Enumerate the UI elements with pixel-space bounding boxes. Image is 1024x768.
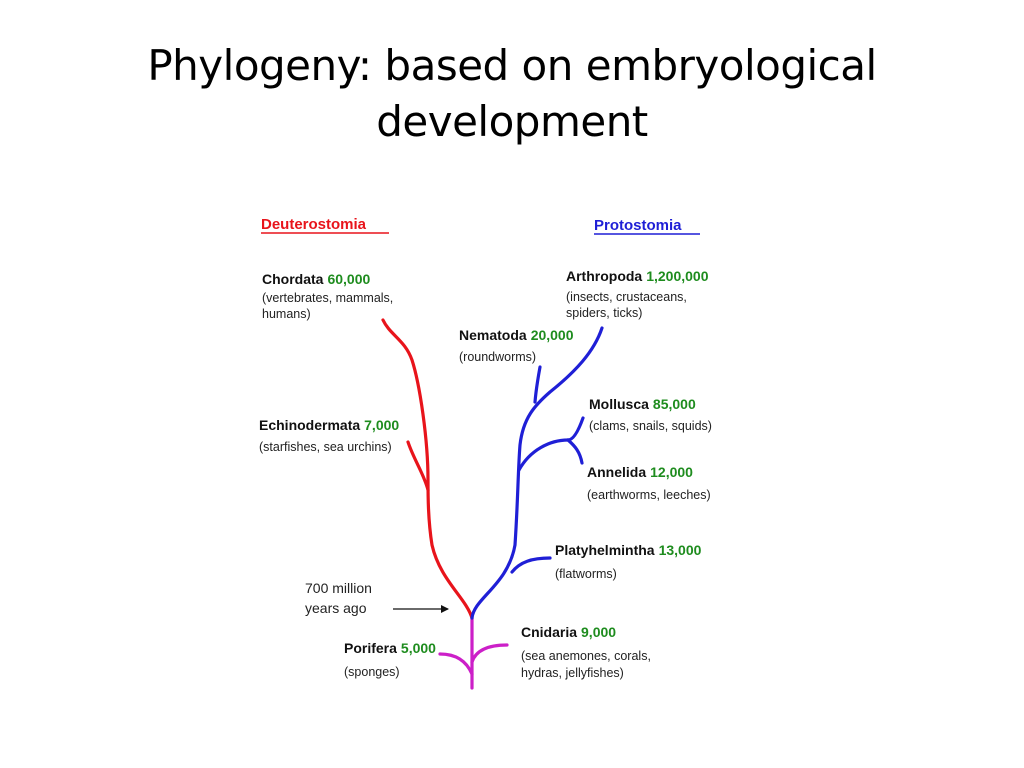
mollusca-desc: (clams, snails, squids) [589,419,712,433]
cnidaria-desc-line-2: hydras, jellyfishes) [521,666,624,680]
porifera-name: Porifera [344,640,397,656]
slide-title-line-1: Phylogeny: based on embryological [147,41,877,90]
porifera-count: 5,000 [401,640,436,656]
arthropoda-name: Arthropoda [566,268,642,284]
echinodermata-desc: (starfishes, sea urchins) [259,440,392,454]
deuterostomia-header: Deuterostomia [261,216,367,233]
protostomia-header: Protostomia [594,217,682,234]
cnidaria-desc-line-1: (sea anemones, corals, [521,649,651,663]
time-marker-line-1: 700 million [305,580,372,596]
platyhelmintha-name: Platyhelmintha [555,542,655,558]
porifera-desc: (sponges) [344,665,400,679]
echinodermata-count: 7,000 [364,417,399,433]
time-marker-line-2: years ago [305,600,367,616]
slide-title-line-2: development [376,97,648,146]
mollusca-count: 85,000 [653,396,696,412]
slide-title: Phylogeny: based on embryological develo… [0,38,1024,150]
arthropoda-desc-line-2: spiders, ticks) [566,306,642,320]
nematoda-branch [533,365,542,404]
nematoda-count: 20,000 [531,327,574,343]
chordata-desc-line-1: (vertebrates, mammals, [262,291,393,305]
chordata-desc-line-2: humans) [262,307,311,321]
cnidaria-count: 9,000 [581,624,616,640]
echinodermata-name: Echinodermata [259,417,360,433]
deuterostomia-main-branch [381,318,474,620]
porifera-branch [438,652,474,676]
arthropoda-desc-line-1: (insects, crustaceans, [566,290,687,304]
nematoda-name: Nematoda [459,327,527,343]
mollusca-name: Mollusca [589,396,649,412]
echinodermata-branch [406,440,430,492]
platyhelmintha-count: 13,000 [659,542,702,558]
arthropoda-count: 1,200,000 [646,268,708,284]
chordata-count: 60,000 [327,271,370,287]
annelida-name: Annelida [587,464,646,480]
annelida-desc: (earthworms, leeches) [587,488,711,502]
cnidaria-branch [470,643,509,664]
nematoda-desc: (roundworms) [459,350,536,364]
cnidaria-name: Cnidaria [521,624,577,640]
annelida-count: 12,000 [650,464,693,480]
chordata-name: Chordata [262,271,324,287]
annelida-branch [566,438,584,465]
protostomia-main-branch [470,326,604,620]
platyhelmintha-desc: (flatworms) [555,567,617,581]
platyhelmintha-branch [510,556,552,574]
